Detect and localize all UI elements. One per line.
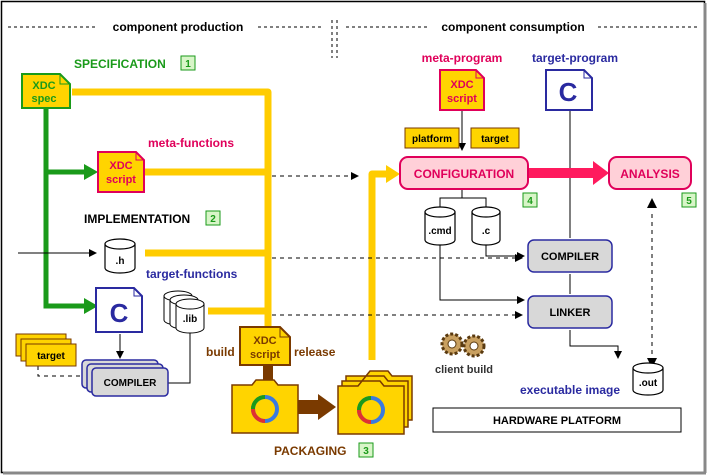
analysis-box[interactable]: ANALYSIS — [608, 156, 692, 190]
stage-configuration-badge — [522, 192, 538, 208]
meta-program-label: meta-program — [422, 51, 503, 65]
target-tag[interactable]: target — [470, 127, 520, 149]
stage-specification-label: SPECIFICATION — [74, 57, 166, 71]
svg-text:platform: platform — [412, 134, 452, 145]
svg-text:4: 4 — [527, 196, 533, 207]
svg-text:5: 5 — [686, 196, 692, 207]
package-folder-icon[interactable] — [231, 379, 299, 434]
svg-text:XDC: XDC — [450, 79, 473, 91]
header-component-consumption: component consumption — [441, 20, 584, 34]
stage-analysis-badge — [681, 192, 697, 208]
cmd-file-cylinder[interactable]: .cmd — [424, 206, 456, 246]
svg-text:script: script — [447, 93, 477, 105]
stage-configuration-label: CONFIGURATION — [414, 167, 514, 181]
compiler-stack-production[interactable]: COMPILER — [81, 359, 169, 397]
hardware-platform-box: HARDWARE PLATFORM — [432, 407, 682, 433]
dashed-flow-lines — [37, 172, 653, 377]
packaging-flow — [263, 362, 336, 420]
header-file-cylinder[interactable]: .h — [104, 238, 136, 274]
stage-analysis-label: ANALYSIS — [620, 167, 680, 181]
header-component-production: component production — [113, 20, 244, 34]
configuration-box[interactable]: CONFIGURATION — [399, 156, 529, 190]
svg-text:3: 3 — [363, 446, 369, 457]
c-target-program-document[interactable]: C — [545, 69, 593, 111]
yellow-arrowhead — [386, 165, 400, 183]
compiler-box-consumption[interactable]: COMPILER — [527, 239, 613, 273]
stage-implementation-label: IMPLEMENTATION — [84, 212, 190, 226]
svg-text:XDC: XDC — [32, 80, 55, 92]
release-label: release — [294, 345, 336, 359]
library-file-stack[interactable]: .lib — [163, 290, 205, 334]
xdc-script-document-meta-program[interactable]: XDC script — [439, 69, 485, 111]
linker-box[interactable]: LINKER — [527, 295, 613, 329]
xdc-script-document-meta[interactable]: XDC script — [97, 151, 145, 193]
target-tag-stack[interactable]: target — [15, 333, 77, 367]
svg-text:.out: .out — [639, 378, 658, 389]
meta-functions-label: meta-functions — [148, 136, 234, 150]
stage-packaging-label: PACKAGING — [274, 444, 346, 458]
xdc-script-document-build[interactable]: XDC script — [239, 326, 291, 366]
svg-text:COMPILER: COMPILER — [104, 378, 158, 389]
c-file-cylinder[interactable]: .c — [471, 206, 501, 246]
svg-text:target: target — [481, 134, 509, 145]
build-label: build — [206, 345, 235, 359]
svg-text:XDC: XDC — [109, 160, 132, 172]
c-icon: C — [559, 77, 578, 107]
svg-text:.lib: .lib — [183, 314, 197, 325]
svg-text:2: 2 — [210, 214, 216, 225]
svg-text:.cmd: .cmd — [428, 226, 451, 237]
svg-text:HARDWARE PLATFORM: HARDWARE PLATFORM — [493, 415, 621, 427]
svg-text:.h: .h — [116, 256, 125, 267]
svg-text:script: script — [250, 349, 280, 361]
svg-text:target: target — [37, 351, 65, 362]
svg-text:COMPILER: COMPILER — [541, 251, 599, 263]
stage-packaging-badge — [358, 442, 374, 458]
platform-tag[interactable]: platform — [404, 127, 460, 149]
svg-text:.c: .c — [482, 226, 491, 237]
config-to-analysis-arrow — [527, 161, 609, 185]
package-folder-stack-icon[interactable] — [337, 370, 413, 435]
client-build-label: client build — [435, 364, 493, 376]
executable-image-label: executable image — [520, 383, 620, 397]
stage-specification-badge — [180, 55, 196, 71]
svg-text:LINKER: LINKER — [550, 307, 591, 319]
xdc-spec-document[interactable]: XDC spec — [21, 73, 71, 109]
svg-text:spec: spec — [31, 93, 56, 105]
yellow-flow-lines — [72, 88, 386, 360]
target-program-label: target-program — [532, 51, 618, 65]
out-file-cylinder[interactable]: .out — [632, 362, 664, 396]
svg-text:XDC: XDC — [253, 335, 276, 347]
c-icon: C — [110, 298, 129, 328]
stage-implementation-badge — [205, 210, 221, 226]
spec-flow-lines — [43, 108, 86, 309]
svg-text:1: 1 — [185, 59, 191, 70]
target-functions-label: target-functions — [146, 267, 238, 281]
svg-text:script: script — [106, 174, 136, 186]
gears-icon — [440, 332, 486, 358]
c-source-document[interactable]: C — [95, 287, 143, 333]
